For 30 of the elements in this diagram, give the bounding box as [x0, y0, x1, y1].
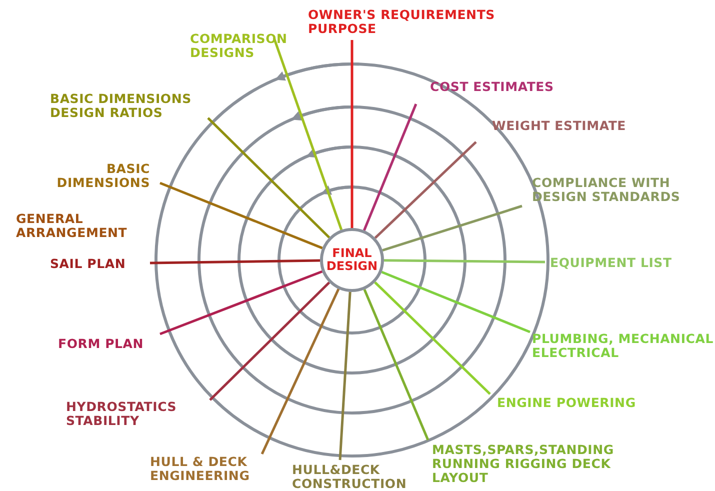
spoke-label: GENERAL ARRANGEMENT — [16, 212, 166, 240]
spoke-line — [150, 259, 320, 264]
spoke-line — [160, 182, 323, 250]
spoke-label: EQUIPMENT LIST — [550, 256, 700, 270]
spoke-line — [272, 38, 343, 230]
spoke-label: BASIC DIMENSIONS — [30, 162, 150, 190]
spoke-line — [381, 270, 530, 334]
spoke-label: PLUMBING, MECHANICAL ELECTRICAL — [532, 332, 715, 360]
final-design-circle: FINAL DESIGN — [320, 228, 384, 292]
spoke-line — [260, 288, 340, 455]
spoke-line — [338, 292, 352, 460]
spoke-line — [363, 289, 430, 440]
spoke-label: HULL & DECK ENGINEERING — [150, 455, 270, 483]
spoke-line — [374, 141, 477, 239]
spoke-line — [350, 40, 354, 228]
spoke-label: HULL&DECK CONSTRUCTION — [292, 463, 432, 491]
spoke-line — [209, 282, 330, 401]
spoke-label: HYDROSTATICS STABILITY — [66, 400, 216, 428]
spoke-line — [207, 117, 330, 238]
spoke-label: ENGINE POWERING — [497, 396, 677, 410]
spoke-label: SAIL PLAN — [50, 257, 150, 271]
spoke-line — [374, 281, 491, 395]
spoke-line — [160, 270, 323, 336]
spoke-label: MASTS,SPARS,STANDING RUNNING RIGGING DECK LAYOUT — [432, 443, 642, 485]
spoke-label: COMPARISON DESIGNS — [190, 32, 310, 60]
spoke-line — [382, 204, 522, 252]
spoke-label: FORM PLAN — [58, 337, 158, 351]
spoke-label: BASIC DIMENSIONS DESIGN RATIOS — [50, 92, 200, 120]
spoke-line — [384, 259, 546, 264]
spoke-label: OWNER'S REQUIREMENTS PURPOSE — [308, 8, 528, 36]
